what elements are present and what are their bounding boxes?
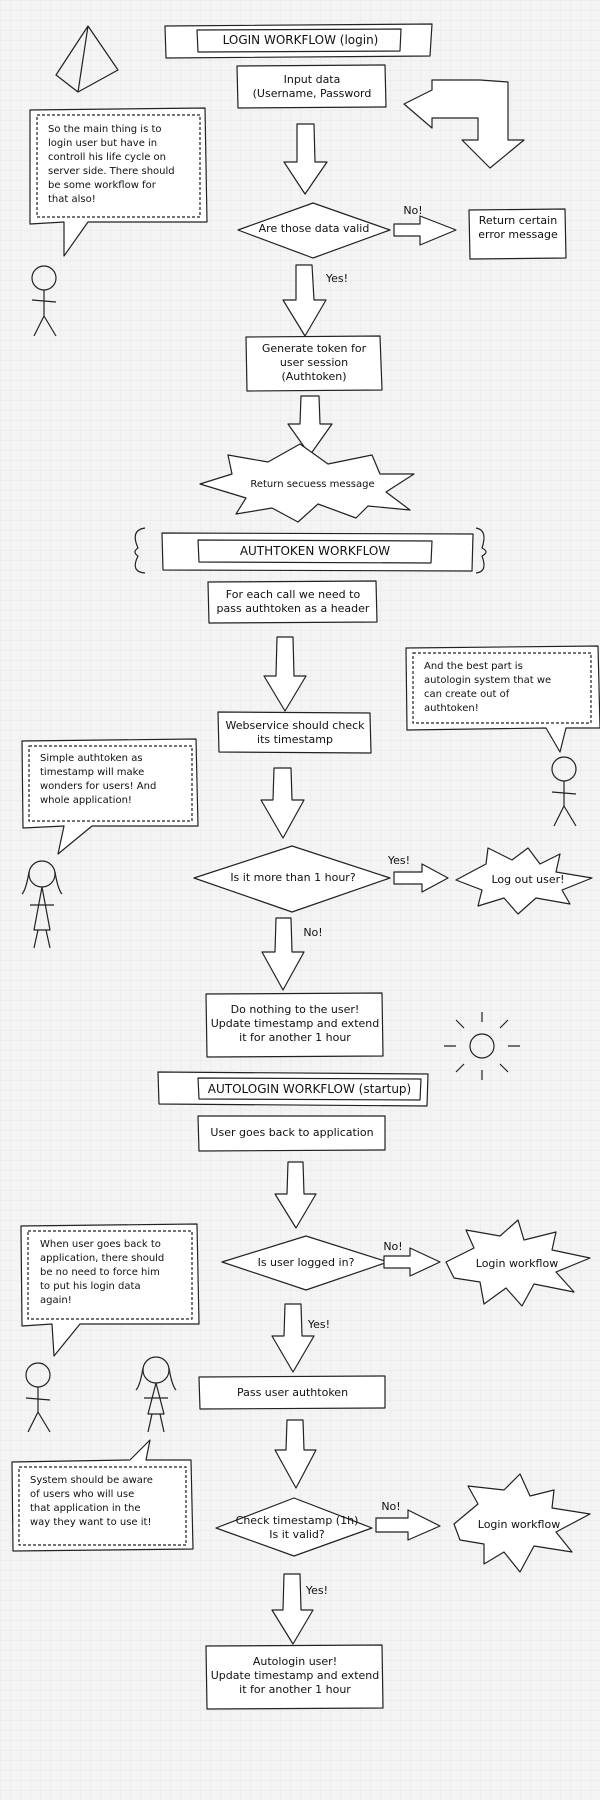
token-box: [245, 335, 383, 392]
no-arrow-1: [393, 215, 457, 246]
autologin-note-1-text: When user goes back to application, ther…: [40, 1239, 165, 1306]
yes-arrow-1: [393, 863, 449, 893]
authtoken-note-left-text: Simple authtoken as timestamp will make …: [40, 753, 157, 806]
down-arrow-2: [282, 264, 327, 337]
down-arrow-8: [271, 1303, 315, 1373]
valid-question: Are those data valid: [258, 222, 370, 235]
login-workflow-star-2: [453, 1473, 591, 1573]
autologin-title: AUTOLOGIN WORKFLOW (startup): [207, 1082, 412, 1096]
header-box: [207, 580, 378, 624]
error-box: [468, 208, 567, 260]
login-note-text: So the main thing is to login user but h…: [48, 124, 175, 205]
final-label: Autologin user! Update timestamp and ext…: [210, 1655, 380, 1696]
logged-yes-label: Yes!: [307, 1318, 331, 1331]
login-workflow-star-1: [445, 1219, 591, 1307]
autologin-note-2-text: System should be aware of users who will…: [30, 1475, 153, 1528]
down-arrow-1: [283, 123, 328, 195]
nothing-label: Do nothing to the user! Update timestamp…: [210, 1003, 380, 1044]
autologin-title-banner: [157, 1071, 429, 1107]
error-label: Return certain error message: [478, 214, 558, 241]
authtoken-title-banner: [134, 527, 487, 574]
decision-check: [215, 1497, 373, 1557]
down-arrow-4: [263, 636, 307, 712]
header-label: For each call we need to pass authtoken …: [216, 588, 370, 615]
back-label: User goes back to application: [210, 1126, 374, 1139]
pass-label: Pass user authtoken: [236, 1386, 349, 1399]
back-box: [197, 1115, 386, 1152]
decision-hour: [193, 845, 391, 913]
decision-valid: [237, 202, 391, 259]
down-arrow-3: [287, 395, 333, 456]
logout-star: [455, 847, 593, 915]
nothing-box: [205, 992, 384, 1058]
check-question: Check timestamp (1h) Is it valid?: [235, 1514, 359, 1541]
autologin-note-2: [11, 1439, 194, 1552]
logged-question: Is user logged in?: [257, 1256, 355, 1269]
input-data-label: Input data (Username, Password: [252, 73, 372, 100]
login-title-banner: [164, 23, 433, 59]
final-box: [205, 1644, 384, 1710]
pass-box: [198, 1375, 386, 1410]
logged-no-label: No!: [383, 1240, 403, 1253]
login-workflow-label-1: Login workflow: [475, 1257, 559, 1270]
logout-label: Log out user!: [491, 873, 565, 886]
no-arrow-2: [383, 1247, 441, 1277]
token-label: Generate token for user session (Authtok…: [261, 342, 367, 383]
pyramid-doodle: [55, 25, 119, 93]
check-no-label: No!: [381, 1500, 401, 1513]
down-arrow-6: [261, 917, 305, 991]
stick-figure-1: [31, 265, 57, 337]
login-note: [29, 107, 208, 257]
no-arrow-3: [375, 1509, 441, 1541]
login-title: LOGIN WORKFLOW (login): [222, 33, 379, 47]
stick-figure-2: [551, 756, 577, 827]
down-arrow-10: [271, 1573, 314, 1645]
success-label: Return secuess message: [250, 479, 375, 490]
authtoken-note-left: [21, 738, 199, 855]
valid-yes-label: Yes!: [325, 272, 349, 285]
loop-back-arrow: [403, 79, 525, 169]
login-workflow-label-2: Login workflow: [477, 1518, 561, 1531]
hour-yes-label: Yes!: [387, 854, 411, 867]
autologin-note-1: [20, 1223, 200, 1357]
stick-figure-3: [25, 1362, 51, 1433]
check-box: [217, 711, 372, 754]
hour-question: Is it more than 1 hour?: [230, 871, 356, 884]
success-star: [199, 443, 415, 523]
authtoken-title: AUTHTOKEN WORKFLOW: [239, 544, 391, 558]
input-data-box: [236, 64, 387, 109]
autologin-idea-note-text: And the best part is autologin system th…: [424, 661, 552, 714]
down-arrow-7: [274, 1161, 317, 1229]
valid-no-label: No!: [403, 204, 423, 217]
down-arrow-9: [274, 1419, 317, 1489]
check-yes-label: Yes!: [305, 1584, 329, 1597]
woman-figure-2: [135, 1356, 177, 1433]
check-label: Webservice should check its timestamp: [225, 719, 365, 746]
sun-doodle: [444, 1012, 520, 1080]
woman-figure-1: [21, 860, 63, 949]
autologin-idea-note: [405, 645, 600, 753]
hour-no-label: No!: [303, 926, 323, 939]
down-arrow-5: [260, 767, 305, 839]
